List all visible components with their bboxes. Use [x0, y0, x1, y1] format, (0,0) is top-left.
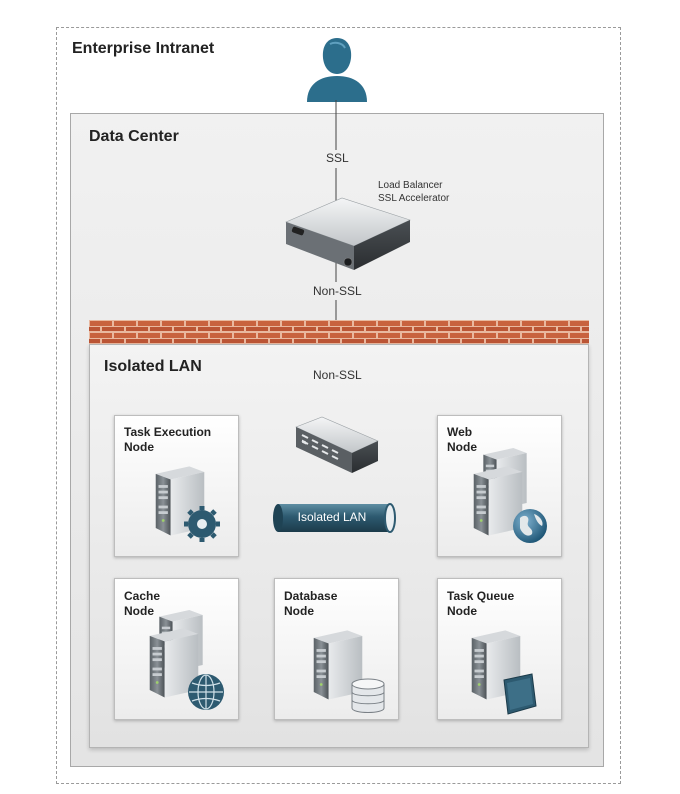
- data-center-title: Data Center: [89, 128, 179, 145]
- task-execution-server-icon: [155, 466, 220, 542]
- gear-icon: [184, 506, 220, 542]
- task-queue-node-title-2: Node: [447, 604, 477, 618]
- isolated-lan-title: Isolated LAN: [104, 358, 202, 375]
- web-node-title-2: Node: [447, 440, 477, 454]
- network-switch: [295, 416, 379, 473]
- cache-server-icon: [149, 610, 224, 710]
- ssl-label: SSL: [326, 151, 349, 165]
- task-queue-server-icon: [471, 630, 537, 715]
- web-node-title-1: Web: [447, 425, 473, 439]
- task-queue-node-title-1: Task Queue: [447, 589, 515, 603]
- database-cylinder-icon: [351, 678, 385, 713]
- queue-panel-icon: [503, 673, 537, 715]
- load-balancer-device: [285, 197, 411, 270]
- non-ssl-label-bottom: Non-SSL: [313, 368, 362, 382]
- isolated-lan-pipe-label: Isolated LAN: [297, 510, 367, 524]
- load-balancer-label-2: SSL Accelerator: [378, 193, 450, 204]
- database-node-title-2: Node: [284, 604, 314, 618]
- cache-node-title-2: Node: [124, 604, 154, 618]
- user-icon: [307, 38, 367, 102]
- intranet-title: Enterprise Intranet: [72, 40, 215, 57]
- isolated-lan-pipe: [273, 503, 396, 533]
- database-node-title-1: Database: [284, 589, 338, 603]
- database-server-icon: [313, 630, 385, 713]
- globe-icon: [513, 509, 547, 543]
- enterprise-intranet-zone: [56, 27, 621, 784]
- cache-node-title-1: Cache: [124, 589, 161, 603]
- web-globe-icon: [188, 674, 224, 710]
- non-ssl-label-top: Non-SSL: [313, 284, 362, 298]
- web-server-icon: [473, 448, 547, 543]
- task-execution-node-title-2: Node: [124, 440, 154, 454]
- firewall-brick-wall: [89, 320, 589, 346]
- load-balancer-label-1: Load Balancer: [378, 180, 443, 191]
- task-execution-node-title-1: Task Execution: [124, 425, 212, 439]
